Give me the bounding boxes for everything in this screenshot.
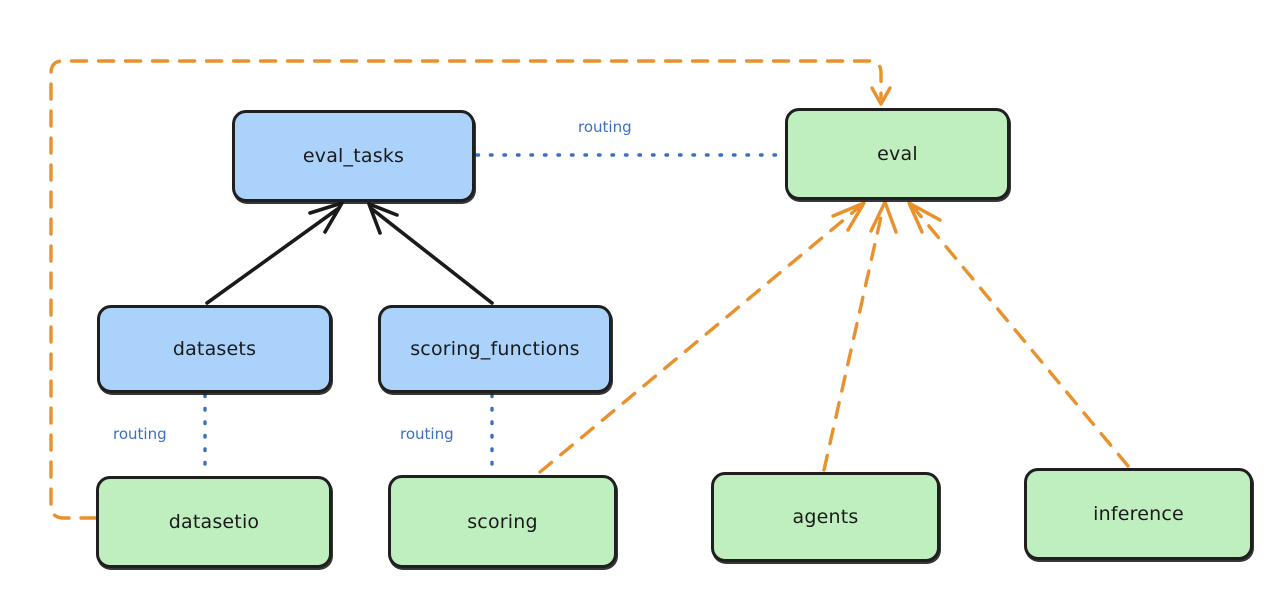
node-eval[interactable]: eval — [785, 108, 1010, 200]
edge-agents-to-eval — [822, 200, 898, 472]
edge-datasetio-to-eval — [49, 59, 892, 520]
node-scoring-functions[interactable]: scoring_functions — [378, 305, 612, 393]
edge-label-routing-datasetio: routing — [113, 425, 167, 443]
node-inference[interactable]: inference — [1024, 468, 1253, 560]
edge-inference-to-eval — [907, 201, 1130, 468]
edge-scoring_functions-to-eval_tasks — [367, 202, 494, 305]
edge-label-routing-scoring: routing — [400, 425, 454, 443]
node-label: datasetio — [168, 511, 260, 533]
node-label: eval_tasks — [302, 145, 405, 167]
edge-datasets-to-eval_tasks — [205, 201, 344, 305]
node-label: inference — [1093, 503, 1184, 525]
node-label: eval — [877, 143, 918, 165]
edge-label-routing-eval: routing — [578, 118, 632, 136]
node-agents[interactable]: agents — [711, 472, 940, 562]
node-datasets[interactable]: datasets — [97, 305, 332, 393]
node-datasetio[interactable]: datasetio — [96, 476, 332, 568]
edge-scoring-to-eval — [538, 201, 866, 474]
node-label: datasets — [172, 338, 257, 360]
node-scoring[interactable]: scoring — [388, 475, 617, 568]
node-eval-tasks[interactable]: eval_tasks — [232, 110, 475, 202]
node-label: agents — [792, 506, 859, 528]
node-label: scoring_functions — [410, 338, 580, 360]
node-label: scoring — [467, 510, 538, 533]
